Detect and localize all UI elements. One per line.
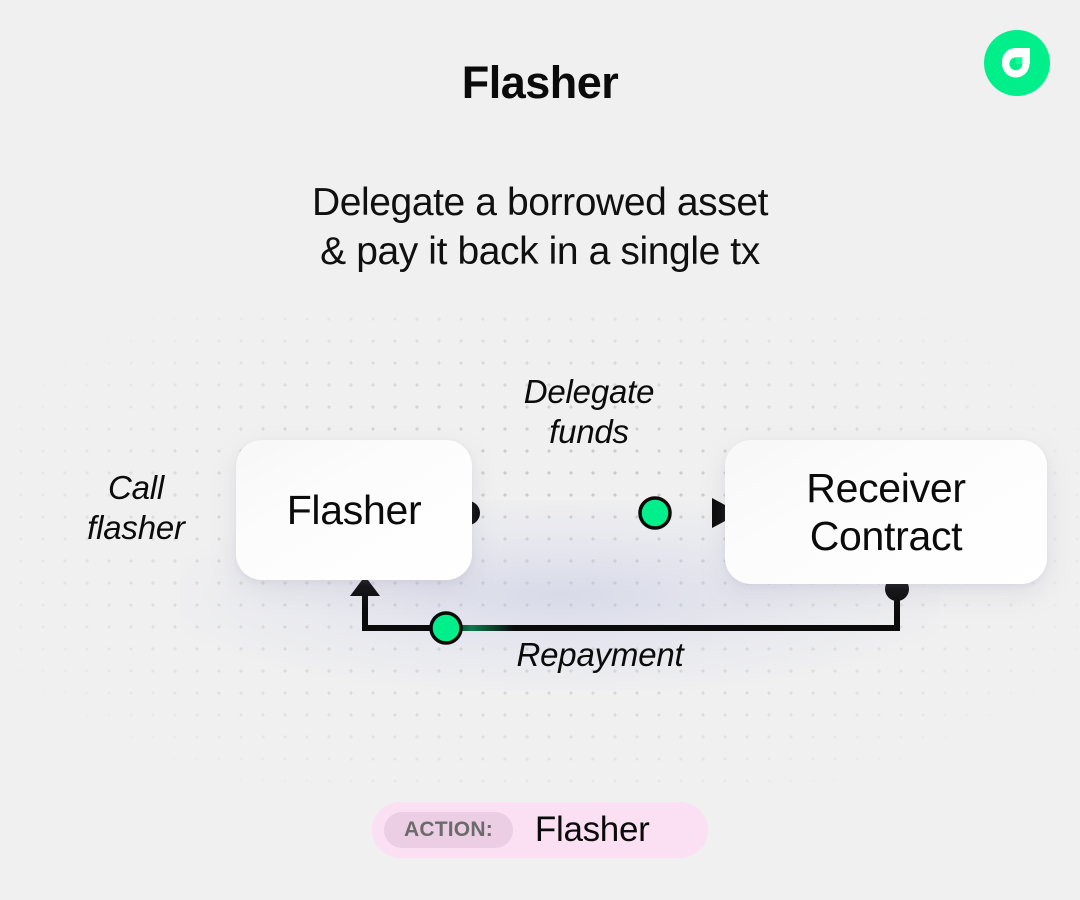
flow-logo-icon	[984, 30, 1050, 96]
node-receiver-contract-label: Receiver Contract	[806, 464, 966, 559]
node-flasher-label: Flasher	[286, 486, 422, 533]
diagram-canvas: Flasher Receiver Contract Call flasher D…	[0, 300, 1080, 790]
page-title: Flasher	[461, 57, 619, 108]
node-flasher[interactable]: Flasher	[236, 440, 472, 580]
action-badge-chip: ACTION:	[384, 812, 513, 848]
edge-repayment	[350, 576, 909, 645]
page-subtitle-line-1: Delegate a borrowed asset	[311, 181, 769, 224]
page-subtitle-line-2: & pay it back in a single tx	[320, 230, 760, 274]
label-delegate-funds: Delegate funds	[523, 373, 655, 451]
node-receiver-contract[interactable]: Receiver Contract	[725, 440, 1047, 584]
edge-delegate-funds	[456, 496, 740, 530]
diagram-edges	[350, 496, 909, 645]
action-badge[interactable]: ACTION: Flasher	[372, 802, 708, 858]
label-repayment: Repayment	[516, 636, 684, 673]
label-call-flasher: Call flasher	[87, 469, 185, 547]
page-subtitle: Delegate a borrowed asset & pay it back …	[0, 178, 1080, 276]
action-badge-value: Flasher	[534, 810, 650, 849]
